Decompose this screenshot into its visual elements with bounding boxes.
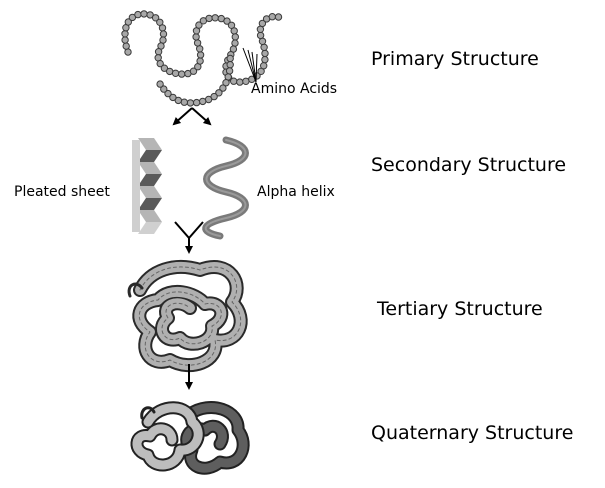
secondary-structure-label: Secondary Structure [371, 154, 566, 176]
amino-acid-bead [232, 40, 238, 46]
amino-acid-bead [172, 70, 178, 76]
amino-acid-bead [123, 43, 129, 49]
amino-acid-bead [226, 68, 232, 74]
amino-acid-bead [275, 14, 281, 20]
amino-acids-label: Amino Acids [251, 81, 337, 97]
amino-acid-bead [212, 15, 218, 21]
amino-acid-bead [194, 40, 200, 46]
amino-acid-bead [122, 31, 128, 37]
quaternary-structure-label: Quaternary Structure [371, 422, 573, 444]
amino-acid-bead [181, 99, 187, 105]
amino-acid-bead [262, 50, 268, 56]
amino-acid-bead [193, 99, 199, 105]
quaternary-structure-shape [137, 407, 243, 468]
pleated-sheet-label: Pleated sheet [14, 184, 110, 200]
amino-acid-bead [135, 11, 141, 17]
alpha-helix-shape [206, 140, 246, 236]
amino-acid-bead [159, 25, 165, 31]
amino-acid-bead [179, 71, 185, 77]
amino-acid-bead [157, 81, 163, 87]
amino-acid-bead [232, 34, 238, 40]
amino-acid-bead [141, 11, 147, 17]
pleated-sheet-shape [132, 138, 162, 234]
amino-acid-bead [231, 78, 237, 84]
amino-acid-bead [206, 15, 212, 21]
tertiary-structure-shape [129, 267, 241, 365]
amino-acid-bead [200, 98, 206, 104]
primary-structure-label: Primary Structure [371, 48, 539, 70]
amino-acid-bead [187, 100, 193, 106]
amino-acid-bead [261, 44, 267, 50]
amino-acid-bead [155, 49, 161, 55]
amino-acid-bead [197, 58, 203, 64]
tertiary-structure-label: Tertiary Structure [377, 298, 543, 320]
amino-acid-bead [237, 79, 243, 85]
split-arrows [174, 108, 210, 124]
amino-acid-bead [257, 32, 263, 38]
amino-acid-bead [227, 55, 233, 61]
alpha-helix-label: Alpha helix [257, 184, 335, 200]
amino-acid-bead [193, 34, 199, 40]
amino-acid-bead [231, 28, 237, 34]
amino-acid-bead [227, 61, 233, 67]
amino-acid-bead [269, 14, 275, 20]
amino-acid-bead [262, 56, 268, 62]
amino-acid-bead [197, 52, 203, 58]
amino-acid-bead [261, 62, 267, 68]
amino-acid-bead [160, 31, 166, 37]
merge-arrow [175, 222, 203, 252]
amino-acid-bead [122, 37, 128, 43]
